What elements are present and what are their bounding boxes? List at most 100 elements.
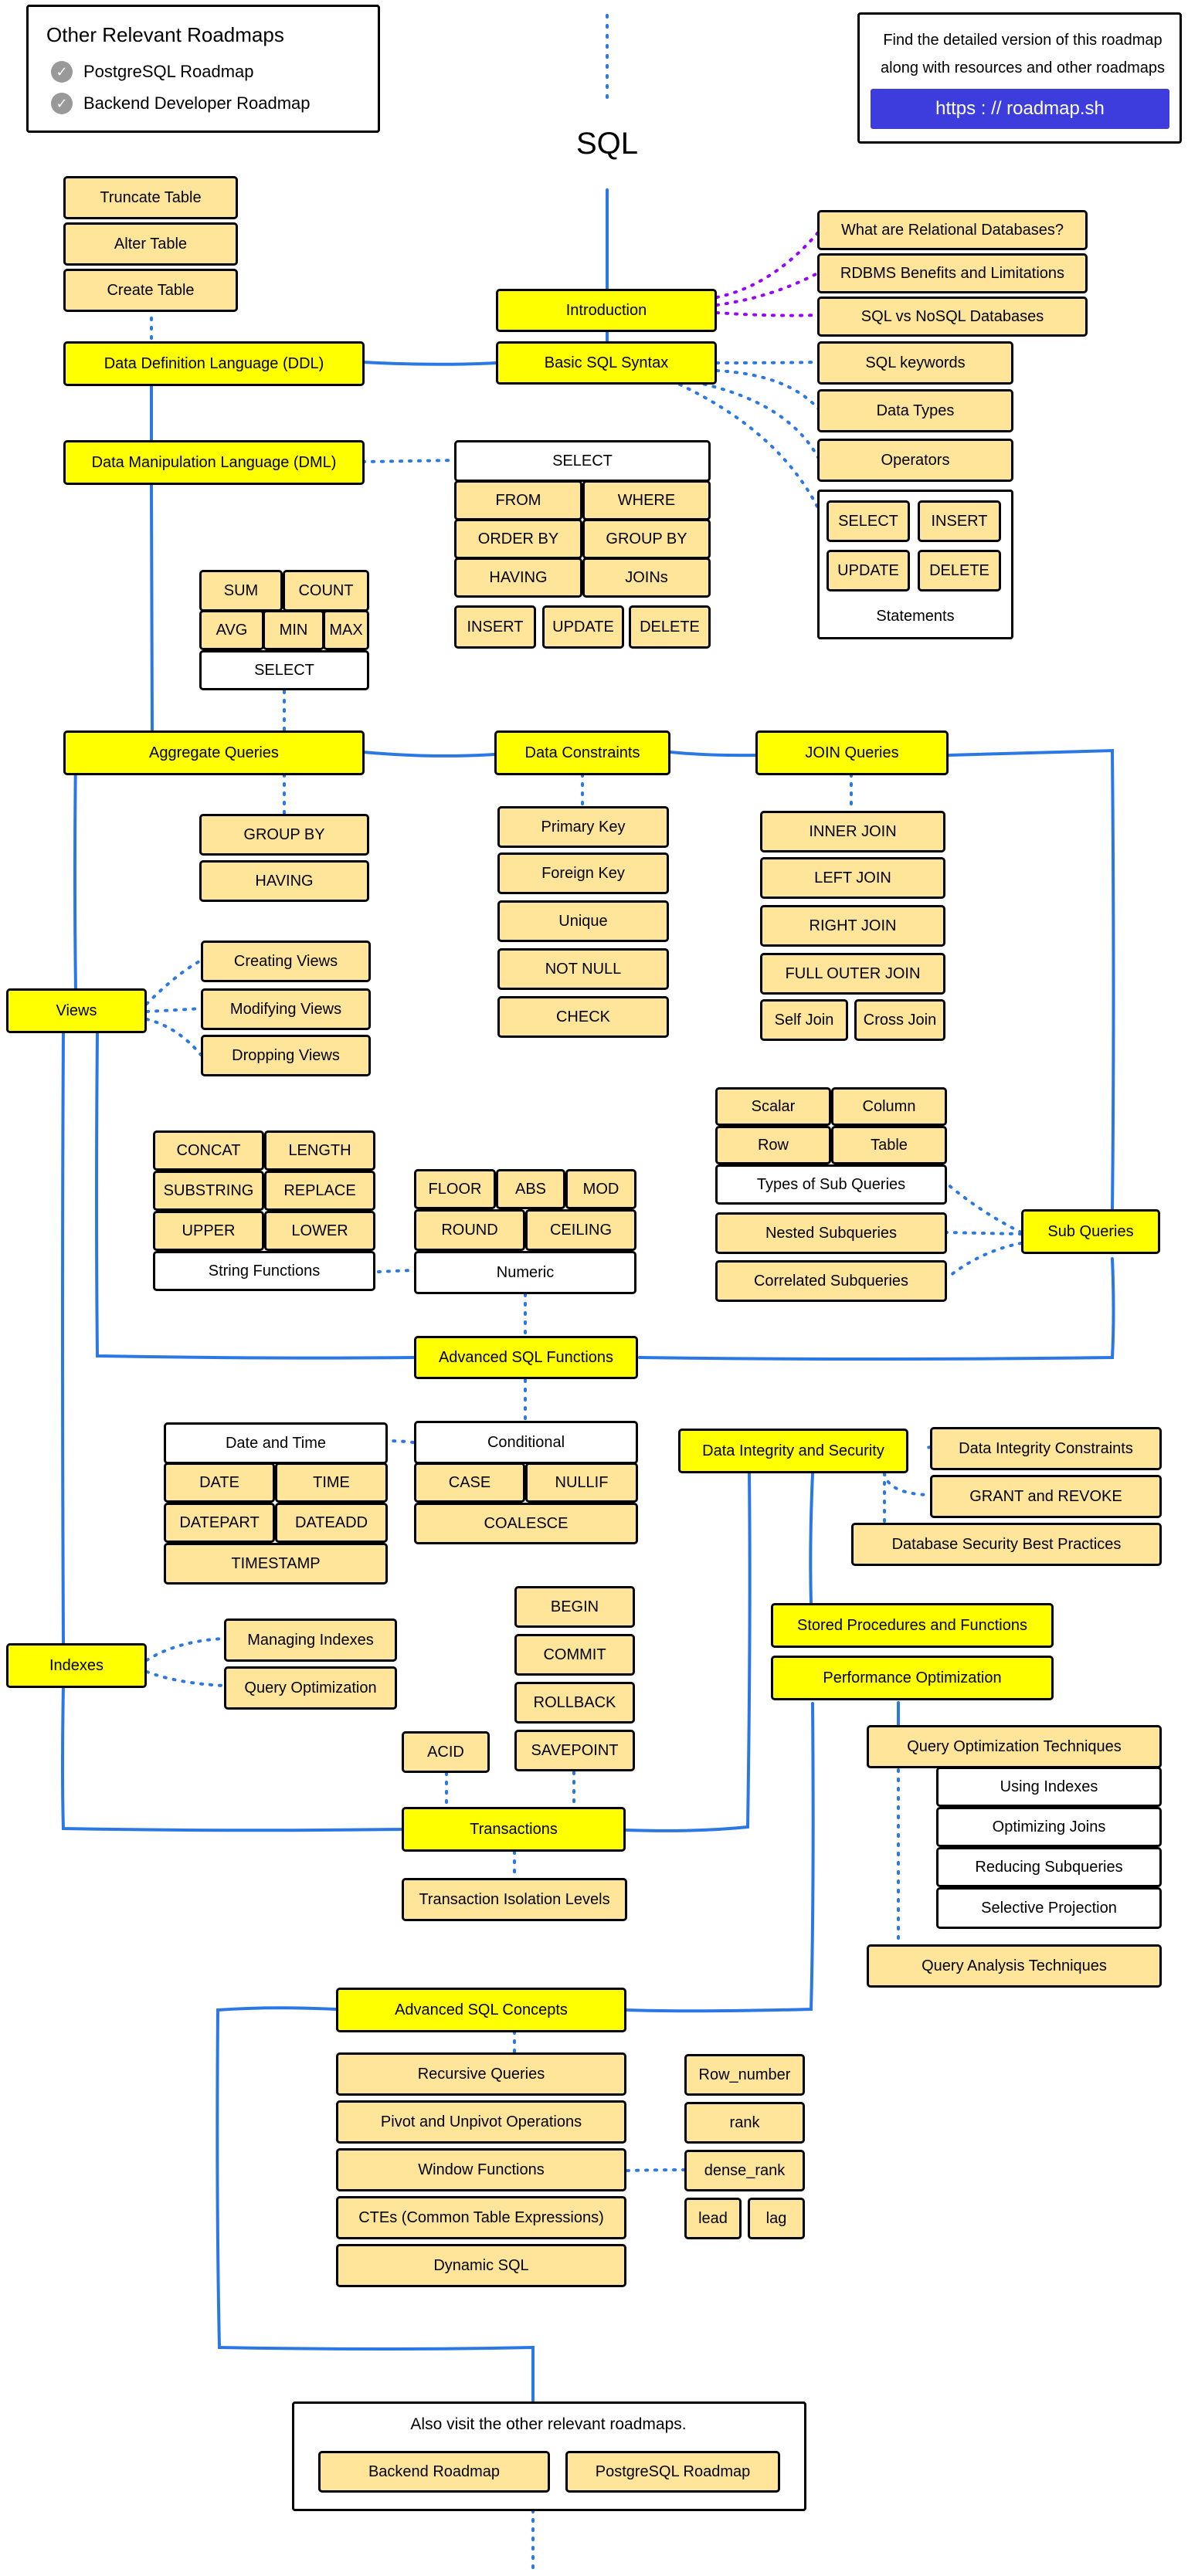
node-sql-keywords[interactable]: SQL keywords (817, 341, 1013, 385)
node-acid[interactable]: ACID (402, 1731, 490, 1773)
node-stmt-select[interactable]: SELECT (827, 500, 910, 542)
node-agg-avg[interactable]: AVG (199, 610, 264, 650)
node-agg-max[interactable]: MAX (323, 610, 369, 650)
node-commit[interactable]: COMMIT (514, 1634, 635, 1676)
node-rank[interactable]: rank (684, 2102, 805, 2144)
node-transactions[interactable]: Transactions (402, 1807, 626, 1852)
node-using-indexes[interactable]: Using Indexes (936, 1767, 1162, 1807)
node-query-opt-techniques[interactable]: Query Optimization Techniques (867, 1725, 1162, 1768)
node-dense-rank[interactable]: dense_rank (684, 2150, 805, 2191)
node-recursive-queries[interactable]: Recursive Queries (336, 2052, 626, 2096)
node-lead[interactable]: lead (684, 2198, 742, 2239)
node-postgresql-roadmap[interactable]: PostgreSQL Roadmap (565, 2451, 780, 2493)
node-grant-revoke[interactable]: GRANT and REVOKE (930, 1475, 1162, 1518)
node-sq-column[interactable]: Column (831, 1087, 947, 1126)
node-window-functions[interactable]: Window Functions (336, 2148, 626, 2191)
node-basic-sql-syntax[interactable]: Basic SQL Syntax (496, 341, 717, 385)
related-item-backend[interactable]: ✓ Backend Developer Roadmap (51, 90, 311, 117)
node-stored-procedures[interactable]: Stored Procedures and Functions (771, 1603, 1054, 1648)
node-dml-where[interactable]: WHERE (582, 480, 711, 520)
node-upper[interactable]: UPPER (153, 1211, 264, 1251)
node-dml-select[interactable]: SELECT (454, 440, 711, 482)
node-dml-update[interactable]: UPDATE (542, 605, 624, 649)
node-dynamic-sql[interactable]: Dynamic SQL (336, 2244, 626, 2287)
node-sq-scalar[interactable]: Scalar (715, 1087, 831, 1126)
node-coalesce[interactable]: COALESCE (414, 1503, 638, 1544)
node-agg-sum[interactable]: SUM (199, 570, 283, 612)
node-floor[interactable]: FLOOR (414, 1169, 496, 1209)
node-right-join[interactable]: RIGHT JOIN (760, 905, 945, 947)
node-query-analysis-techniques[interactable]: Query Analysis Techniques (867, 1944, 1162, 1988)
node-lower[interactable]: LOWER (264, 1211, 375, 1251)
node-concat[interactable]: CONCAT (153, 1130, 264, 1171)
related-item-postgresql[interactable]: ✓ PostgreSQL Roadmap (51, 58, 254, 86)
node-left-join[interactable]: LEFT JOIN (760, 857, 945, 899)
node-having[interactable]: HAVING (199, 860, 369, 902)
node-db-security-best-practices[interactable]: Database Security Best Practices (851, 1523, 1162, 1566)
node-date[interactable]: DATE (164, 1463, 275, 1503)
node-advanced-sql-concepts[interactable]: Advanced SQL Concepts (336, 1988, 626, 2032)
node-stmt-insert[interactable]: INSERT (918, 500, 1001, 542)
node-timestamp[interactable]: TIMESTAMP (164, 1543, 388, 1585)
node-rdbms-benefits[interactable]: RDBMS Benefits and Limitations (817, 253, 1088, 293)
node-selective-projection[interactable]: Selective Projection (936, 1887, 1162, 1929)
node-replace[interactable]: REPLACE (264, 1171, 375, 1211)
node-lag[interactable]: lag (748, 2198, 805, 2239)
node-backend-roadmap[interactable]: Backend Roadmap (318, 2451, 550, 2493)
node-dml-from[interactable]: FROM (454, 480, 582, 520)
node-check[interactable]: CHECK (497, 996, 669, 1038)
node-inner-join[interactable]: INNER JOIN (760, 811, 945, 852)
node-substring[interactable]: SUBSTRING (153, 1171, 264, 1211)
node-conditional[interactable]: Conditional (414, 1421, 638, 1464)
node-abs[interactable]: ABS (496, 1169, 565, 1209)
node-modifying-views[interactable]: Modifying Views (201, 988, 371, 1030)
node-sq-table[interactable]: Table (831, 1126, 947, 1164)
node-alter-table[interactable]: Alter Table (63, 222, 238, 266)
node-pivot-unpivot[interactable]: Pivot and Unpivot Operations (336, 2100, 626, 2144)
node-managing-indexes[interactable]: Managing Indexes (224, 1618, 397, 1662)
node-stmt-delete[interactable]: DELETE (918, 550, 1001, 591)
node-group-by[interactable]: GROUP BY (199, 814, 369, 856)
node-dropping-views[interactable]: Dropping Views (201, 1035, 371, 1076)
node-stmt-update[interactable]: UPDATE (827, 550, 910, 591)
node-ceiling[interactable]: CEILING (525, 1209, 636, 1251)
node-ctes[interactable]: CTEs (Common Table Expressions) (336, 2196, 626, 2239)
node-optimizing-joins[interactable]: Optimizing Joins (936, 1807, 1162, 1847)
node-types-of-subqueries[interactable]: Types of Sub Queries (715, 1164, 947, 1205)
node-length[interactable]: LENGTH (264, 1130, 375, 1171)
node-dml-order-by[interactable]: ORDER BY (454, 519, 582, 559)
node-time[interactable]: TIME (275, 1463, 388, 1503)
node-reducing-subqueries[interactable]: Reducing Subqueries (936, 1847, 1162, 1887)
node-agg-select[interactable]: SELECT (199, 650, 369, 690)
node-dml-group-by[interactable]: GROUP BY (582, 519, 711, 559)
node-performance-optimization[interactable]: Performance Optimization (771, 1656, 1054, 1700)
node-nullif[interactable]: NULLIF (525, 1463, 638, 1503)
node-rollback[interactable]: ROLLBACK (514, 1682, 635, 1724)
node-indexes[interactable]: Indexes (6, 1643, 147, 1688)
node-truncate-table[interactable]: Truncate Table (63, 176, 238, 219)
node-dml-having[interactable]: HAVING (454, 558, 582, 598)
node-foreign-key[interactable]: Foreign Key (497, 852, 669, 894)
node-string-functions[interactable]: String Functions (153, 1251, 375, 1291)
node-sq-row[interactable]: Row (715, 1126, 831, 1164)
node-dateadd[interactable]: DATEADD (275, 1503, 388, 1543)
node-ddl[interactable]: Data Definition Language (DDL) (63, 341, 365, 386)
node-primary-key[interactable]: Primary Key (497, 806, 669, 848)
node-dml-insert[interactable]: INSERT (454, 605, 536, 649)
node-cross-join[interactable]: Cross Join (854, 999, 945, 1041)
node-savepoint[interactable]: SAVEPOINT (514, 1730, 635, 1771)
node-creating-views[interactable]: Creating Views (201, 941, 371, 982)
node-create-table[interactable]: Create Table (63, 269, 238, 312)
node-data-constraints[interactable]: Data Constraints (494, 730, 670, 775)
node-relational-dbs[interactable]: What are Relational Databases? (817, 210, 1088, 250)
node-round[interactable]: ROUND (414, 1209, 525, 1251)
node-aggregate-queries[interactable]: Aggregate Queries (63, 730, 365, 775)
node-numeric[interactable]: Numeric (414, 1251, 636, 1294)
node-transaction-isolation-levels[interactable]: Transaction Isolation Levels (402, 1878, 627, 1921)
roadmap-link-button[interactable]: https : // roadmap.sh (871, 89, 1169, 129)
node-not-null[interactable]: NOT NULL (497, 948, 669, 990)
node-operators[interactable]: Operators (817, 439, 1013, 482)
node-sql-vs-nosql[interactable]: SQL vs NoSQL Databases (817, 297, 1088, 337)
node-query-optimization[interactable]: Query Optimization (224, 1666, 397, 1710)
node-dml-joins[interactable]: JOINs (582, 558, 711, 598)
